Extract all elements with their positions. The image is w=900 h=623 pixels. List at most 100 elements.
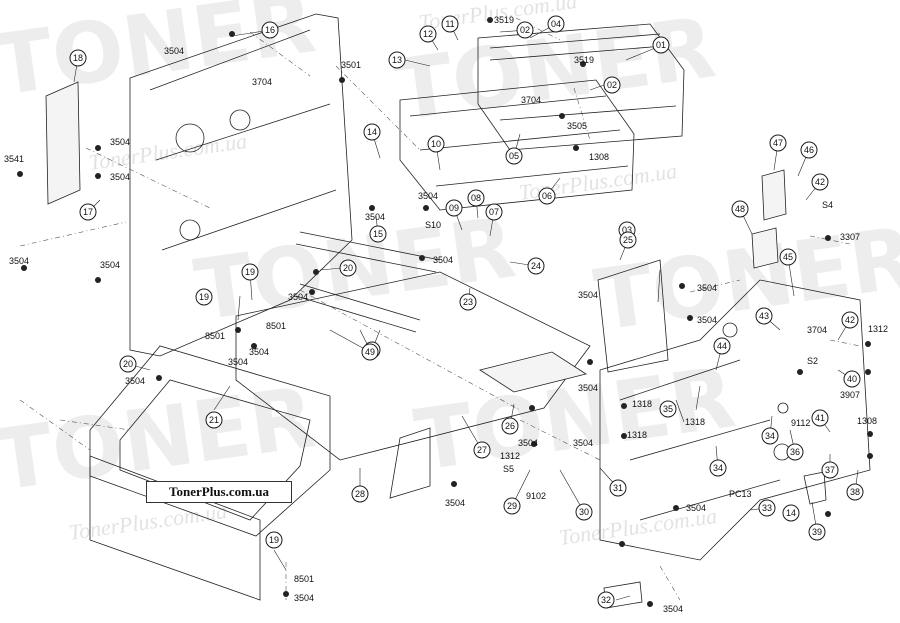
svg-text:38: 38 [850,487,860,497]
callout-38: 38 [846,483,864,501]
callout-42: 42 [841,311,859,329]
callout-08: 08 [467,189,485,207]
part-number: 3501 [341,60,361,70]
part-number: 9102 [526,491,546,501]
callout-09: 09 [445,199,463,217]
watermark-site: TonerPlus.com.ua [87,128,248,175]
svg-text:11: 11 [445,19,454,29]
svg-text:02: 02 [607,80,617,90]
part-number: 3504 [697,315,717,325]
part-number: 3504 [578,290,598,300]
svg-text:05: 05 [509,151,519,161]
part-number: 3504 [445,498,465,508]
svg-text:19: 19 [269,535,279,545]
svg-text:15: 15 [373,229,383,239]
callout-01: 01 [652,36,670,54]
svg-text:14: 14 [786,508,796,518]
svg-text:40: 40 [847,374,857,384]
callout-44: 44 [713,337,731,355]
part-number: 3504 [100,260,120,270]
svg-text:29: 29 [507,501,517,511]
svg-text:18: 18 [73,53,83,63]
svg-text:45: 45 [783,252,793,262]
callout-40: 40 [843,370,861,388]
callout-18: 18 [69,49,87,67]
part-number: 8501 [294,574,314,584]
callout-39: 39 [808,523,826,541]
svg-text:26: 26 [505,421,515,431]
svg-text:46: 46 [804,145,814,155]
part-number: 3504 [110,137,130,147]
callout-26: 26 [501,417,519,435]
callout-19: 19 [265,531,283,549]
callout-34: 34 [761,427,779,445]
sensor-label: S10 [425,220,441,230]
svg-text:20: 20 [343,263,353,273]
svg-text:33: 33 [762,503,772,513]
screw-icons [17,17,873,607]
part-number: 3541 [4,154,24,164]
part-number: 1312 [868,324,888,334]
svg-text:31: 31 [613,483,623,493]
svg-text:16: 16 [265,25,275,35]
part-number: 3505 [567,121,587,131]
svg-text:24: 24 [531,261,541,271]
callout-05: 05 [505,147,523,165]
sensor-label: S5 [503,464,514,474]
watermark-site: TonerPlus.com.ua [67,498,228,545]
svg-text:42: 42 [815,177,825,187]
svg-text:04: 04 [551,19,561,29]
svg-text:19: 19 [245,267,255,277]
svg-text:36: 36 [790,447,800,457]
part-number: 3504 [697,283,717,293]
callout-28: 28 [351,485,369,503]
part-number: 1318 [685,417,705,427]
callout-10: 10 [427,135,445,153]
callout-04: 04 [547,15,565,33]
callout-42: 42 [811,173,829,191]
part-number: 3504 [9,256,29,266]
svg-text:34: 34 [713,463,723,473]
svg-text:10: 10 [431,139,441,149]
sensor-label: PC13 [729,489,752,499]
part-number: 1308 [589,152,609,162]
callout-23: 23 [459,293,477,311]
part-number: 1312 [500,451,520,461]
callout-43: 43 [755,307,773,325]
part-number: 3504 [573,438,593,448]
part-number: 3519 [494,15,514,25]
callout-07: 07 [485,203,503,221]
part-number: 1308 [857,416,877,426]
callout-31: 31 [609,479,627,497]
watermark-layer: TONER TONER TONER TONER TONER TONER Tone… [0,0,900,550]
watermark-brand: TONER [589,208,900,350]
svg-text:23: 23 [463,297,473,307]
callout-41: 41 [811,409,829,427]
svg-text:14: 14 [367,127,377,137]
callout-bubbles: 01 02 02 03 04 05 06 07 08 09 10 11 12 1… [69,15,864,609]
part-number: 3704 [807,325,827,335]
callout-35: 35 [659,400,677,418]
part-number: 3307 [840,232,860,242]
part-number: 3704 [521,95,541,105]
callout-29: 29 [503,497,521,515]
svg-text:42: 42 [845,315,855,325]
callout-02: 02 [603,76,621,94]
callout-25: 25 [619,231,637,249]
callout-17: 17 [79,203,97,221]
svg-text:21: 21 [209,415,219,425]
callout-20: 20 [339,259,357,277]
svg-text:49: 49 [365,347,375,357]
callout-19: 19 [195,288,213,306]
svg-text:07: 07 [489,207,499,217]
part-number: 3504 [164,46,184,56]
callout-21: 21 [205,411,223,429]
part-number: 3504 [228,357,248,367]
part-number: 3504 [110,172,130,182]
svg-text:48: 48 [735,204,745,214]
callout-27: 27 [473,441,491,459]
callout-02: 02 [516,21,534,39]
svg-text:12: 12 [423,29,433,39]
part-number: 1318 [632,399,652,409]
